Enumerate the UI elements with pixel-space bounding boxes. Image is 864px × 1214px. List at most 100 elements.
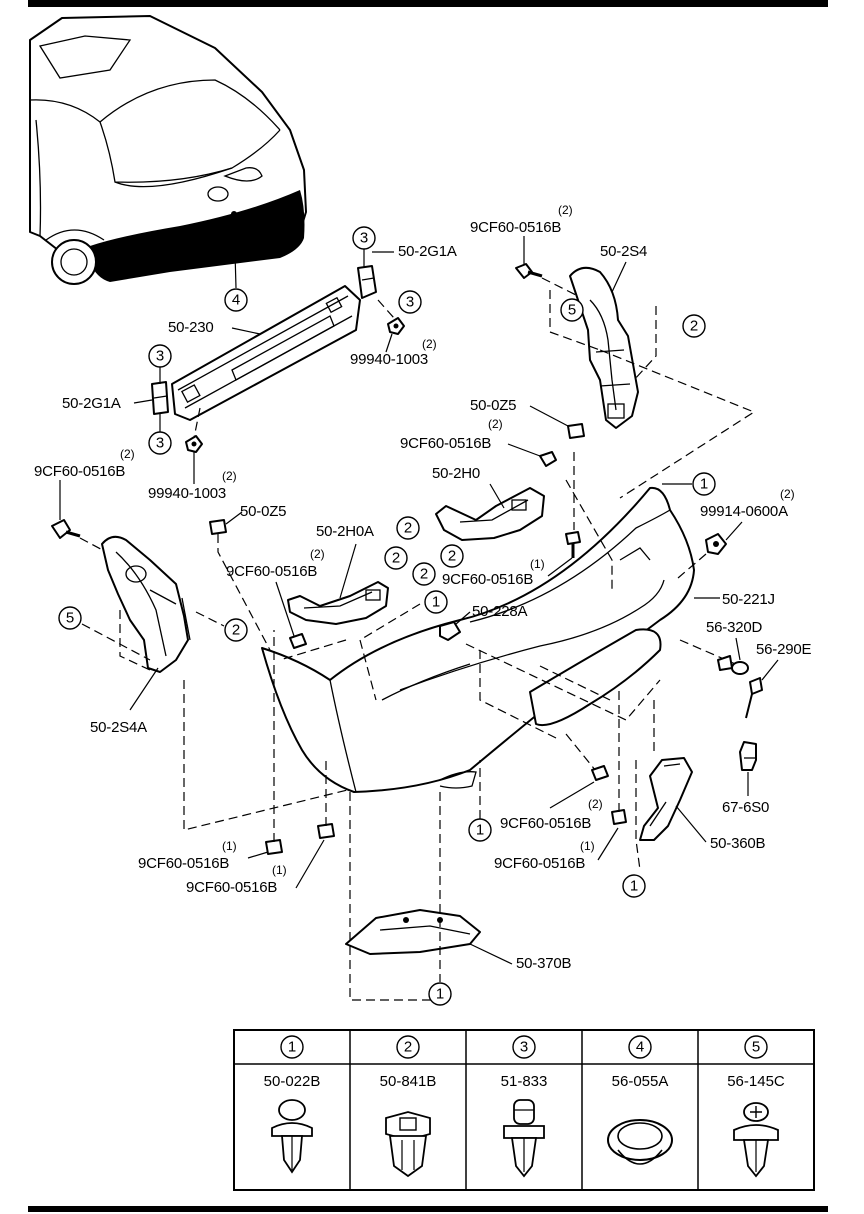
callout-2: 2: [440, 544, 464, 568]
bracket-50-2G1A-top: [357, 265, 377, 299]
label-9CF60-0516B-top: 9CF60-0516B: [470, 219, 561, 236]
svg-text:3: 3: [156, 435, 164, 452]
svg-text:2: 2: [404, 1039, 412, 1056]
svg-text:3: 3: [156, 348, 164, 365]
bolt-icon: [265, 630, 283, 855]
rear-bumper-part: [261, 486, 695, 793]
label-9CF60-0516B-bottom-right: 9CF60-0516B: [494, 855, 585, 872]
svg-text:2: 2: [392, 550, 400, 567]
callout-2: 2: [396, 516, 420, 540]
table-cell-fastener-3: 3 51-833: [501, 1035, 548, 1178]
nut-icon: [185, 435, 203, 453]
svg-text:1: 1: [432, 594, 440, 611]
holder-icon: [739, 741, 757, 771]
callout-4: 4: [224, 288, 248, 312]
label-50-2G1A-top: 50-2G1A: [398, 243, 457, 260]
svg-text:(1): (1): [222, 839, 237, 853]
callout-3: 3: [148, 431, 172, 455]
car-wheel: [51, 239, 97, 285]
svg-text:(1): (1): [580, 839, 595, 853]
svg-text:51-833: 51-833: [501, 1073, 548, 1090]
svg-text:4: 4: [636, 1039, 644, 1056]
callout-2: 2: [412, 562, 436, 586]
label-9CF60-0516B-left: 9CF60-0516B: [34, 463, 125, 480]
svg-text:5: 5: [568, 302, 576, 319]
svg-text:2: 2: [448, 548, 456, 565]
svg-text:(2): (2): [310, 547, 325, 561]
label-50-2S4: 50-2S4: [600, 243, 647, 260]
svg-text:(2): (2): [120, 447, 135, 461]
svg-text:2: 2: [404, 520, 412, 537]
bumper-reinforcement-part: [171, 285, 361, 421]
svg-text:50-841B: 50-841B: [380, 1073, 437, 1090]
center-bracket-part: [435, 487, 545, 541]
fastener-reference-table: 1 50-022B 2 50-841B 3: [233, 1029, 815, 1191]
bolt-icon: [289, 633, 307, 649]
label-50-230: 50-230: [168, 319, 214, 336]
screw-clip-icon: [733, 1102, 779, 1178]
callout-1: 1: [428, 982, 452, 1006]
bracket-50-2G1A-left: [151, 381, 169, 415]
bolt-icon: [317, 756, 335, 839]
push-clip-icon: [271, 1099, 313, 1174]
label-50-2G1A-left: 50-2G1A: [62, 395, 121, 412]
svg-text:1: 1: [700, 476, 708, 493]
label-50-221J: 50-221J: [722, 591, 775, 608]
bolt-icon: [591, 765, 609, 781]
car-rear-view-illustration: [29, 15, 307, 285]
table-cell-fastener-1: 1 50-022B: [264, 1035, 321, 1174]
callout-1: 1: [692, 472, 716, 496]
svg-text:(2): (2): [558, 203, 573, 217]
label-50-360B: 50-360B: [710, 835, 766, 852]
label-9CF60-0516B-mid-left: 9CF60-0516B: [226, 563, 317, 580]
label-67-6S0: 67-6S0: [722, 799, 769, 816]
svg-text:50-022B: 50-022B: [264, 1073, 321, 1090]
table-cell-fastener-5: 5 56-145C: [727, 1035, 785, 1178]
callout-5: 5: [560, 298, 584, 322]
clip-icon: [567, 423, 585, 439]
callout-2: 2: [682, 314, 706, 338]
svg-text:1: 1: [436, 986, 444, 1003]
plug-cap-icon: [607, 1119, 673, 1165]
center-left-bracket-part: [287, 581, 389, 625]
label-50-2H0: 50-2H0: [432, 465, 480, 482]
svg-text:(1): (1): [530, 557, 545, 571]
bolt-icon: [565, 531, 581, 558]
label-50-228A: 50-228A: [472, 603, 528, 620]
svg-text:(1): (1): [272, 863, 287, 877]
nut-icon: [439, 621, 461, 641]
car-bumper-shaded: [90, 190, 305, 282]
table-cell-fastener-4: 4 56-055A: [607, 1035, 673, 1165]
label-9CF60-0516B-bottom-mid: 9CF60-0516B: [500, 815, 591, 832]
svg-text:1: 1: [476, 822, 484, 839]
label-56-290E: 56-290E: [756, 641, 812, 658]
label-56-320D: 56-320D: [706, 619, 763, 636]
svg-text:2: 2: [420, 566, 428, 583]
bolt-icon: [515, 263, 543, 279]
label-99940-1003-right: 99940-1003: [350, 351, 428, 368]
top-rule: [28, 0, 828, 7]
svg-text:(2): (2): [588, 797, 603, 811]
screw-icon: [717, 655, 749, 675]
bolt-icon: [539, 451, 557, 467]
svg-text:5: 5: [66, 610, 74, 627]
label-9CF60-0516B-center: 9CF60-0516B: [400, 435, 491, 452]
label-50-0Z5-left: 50-0Z5: [240, 503, 286, 520]
label-9CF60-0516B-bottom-left-2: 9CF60-0516B: [186, 879, 277, 896]
pin-rivet-icon: [503, 1099, 545, 1178]
reflector-center-part: [345, 909, 481, 955]
svg-text:(2): (2): [780, 487, 795, 501]
label-50-0Z5-center: 50-0Z5: [470, 397, 516, 414]
nut-icon: [705, 533, 727, 555]
svg-text:1: 1: [288, 1039, 296, 1056]
callout-2: 2: [384, 546, 408, 570]
bottom-rule: [28, 1206, 828, 1212]
label-50-2H0A: 50-2H0A: [316, 523, 374, 540]
side-bracket-left-part: [101, 535, 191, 673]
svg-text:(2): (2): [488, 417, 503, 431]
svg-text:(2): (2): [422, 337, 437, 351]
clip-icon: [209, 519, 227, 535]
callout-3: 3: [398, 290, 422, 314]
label-50-2S4A: 50-2S4A: [90, 719, 147, 736]
